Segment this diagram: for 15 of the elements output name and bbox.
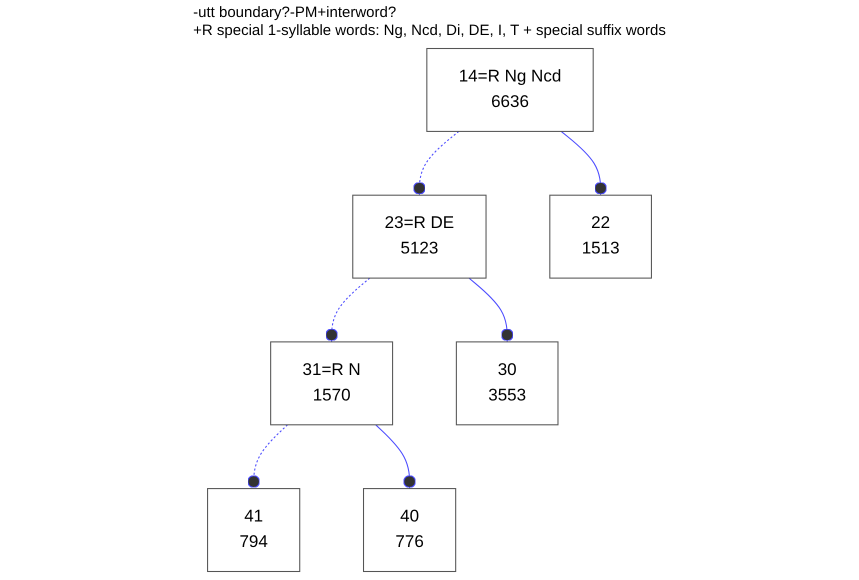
split-question: -utt boundary?-PM+interword? (193, 4, 398, 22)
node-box: 23=R DE 5123 (352, 194, 487, 279)
connector (560, 131, 608, 196)
node-box: 41 794 (207, 488, 300, 572)
node-box: 14=R Ng Ncd 6636 (426, 48, 594, 132)
connector (375, 424, 416, 489)
node-box: 40 776 (362, 488, 456, 572)
split-question: +R special 1-syllable words: Ng, Ncd, Di, DE, I, T + special suffix words (193, 22, 666, 40)
node-box: 22 1513 (549, 194, 652, 279)
connector (325, 278, 370, 342)
connector (247, 424, 288, 489)
node-box: 30 3553 (456, 341, 559, 426)
connector (412, 131, 460, 196)
connector (468, 278, 514, 342)
node-box: 31=R N 1570 (270, 341, 394, 426)
